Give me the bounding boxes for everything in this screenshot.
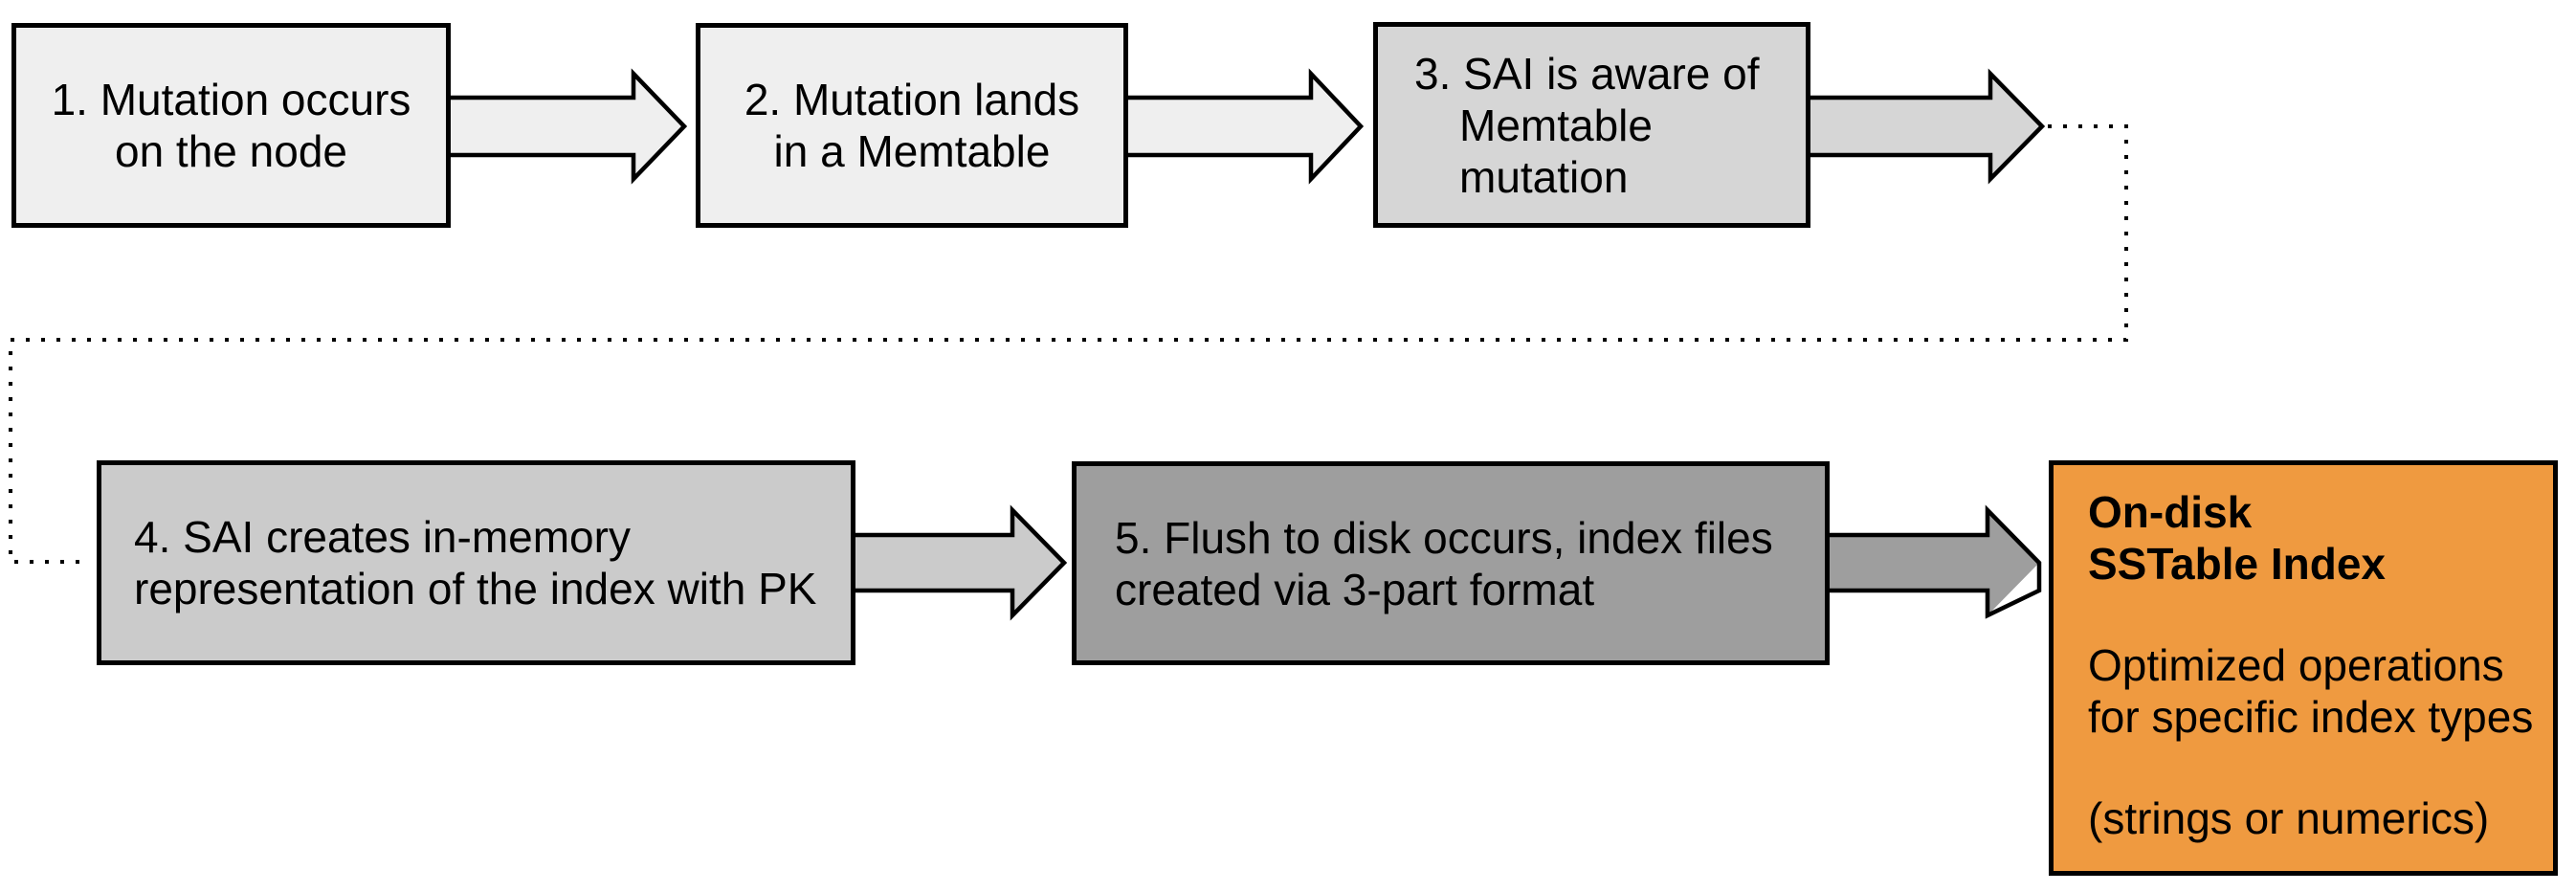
arrow-step3-connector-icon bbox=[1805, 68, 2046, 185]
step-5-line-2: created via 3-part format bbox=[1115, 564, 1595, 614]
step-4-line-2: representation of the index with PK bbox=[134, 564, 817, 613]
step-3-box: 3. SAI is aware of Memtable mutation bbox=[1373, 22, 1810, 228]
arrow-step1-step2-icon bbox=[445, 68, 688, 185]
step-3-line-1: 3. SAI is aware of bbox=[1414, 48, 1760, 99]
result-title: On-disk SSTable Index bbox=[2088, 486, 2543, 590]
step-2-line-1: 2. Mutation lands bbox=[744, 75, 1080, 124]
result-body-line-1: Optimized operations bbox=[2088, 640, 2504, 690]
step-2-line-2: in a Memtable bbox=[773, 126, 1051, 176]
result-body-line-2: for specific index types bbox=[2088, 692, 2534, 742]
step-5-line-1: 5. Flush to disk occurs, index files bbox=[1115, 512, 1773, 563]
arrow-step4-step5-icon bbox=[850, 504, 1068, 621]
step-5-box: 5. Flush to disk occurs, index files cre… bbox=[1072, 461, 1830, 665]
step-4-box: 4. SAI creates in-memory representation … bbox=[97, 460, 855, 665]
step-1-line-2: on the node bbox=[114, 126, 347, 176]
step-1-box: 1. Mutation occurs on the node bbox=[11, 23, 451, 228]
step-2-box: 2. Mutation lands in a Memtable bbox=[696, 23, 1128, 228]
result-box: On-disk SSTable Index Optimized operatio… bbox=[2049, 460, 2558, 876]
result-note: (strings or numerics) bbox=[2088, 793, 2490, 843]
step-3-line-2: Memtable bbox=[1459, 100, 1653, 150]
dotted-connector-line bbox=[9, 124, 2128, 564]
result-title-line-1: On-disk bbox=[2088, 487, 2253, 537]
arrow-step2-step3-icon bbox=[1122, 68, 1365, 185]
step-4-line-1: 4. SAI creates in-memory bbox=[134, 512, 631, 562]
result-body: Optimized operations for specific index … bbox=[2088, 639, 2543, 743]
result-title-line-2: SSTable Index bbox=[2088, 539, 2387, 589]
step-3-line-3: mutation bbox=[1459, 151, 1629, 202]
step-1-line-1: 1. Mutation occurs bbox=[51, 75, 411, 124]
arrow-step5-result-icon bbox=[1824, 504, 2042, 619]
